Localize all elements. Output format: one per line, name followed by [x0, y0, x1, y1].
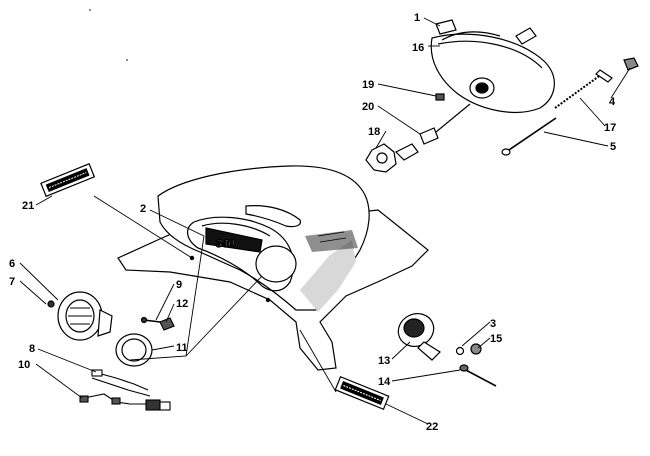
wire-harness — [79, 369, 171, 411]
console-shading — [300, 240, 356, 312]
part-4-nut — [623, 57, 639, 71]
part-label-18: 18 — [368, 126, 380, 138]
part-14-cable — [461, 367, 497, 387]
gauge-window — [187, 216, 294, 292]
part-label-22: 22 — [426, 421, 438, 433]
part-label-9: 9 — [176, 279, 182, 291]
part-label-6: 6 — [9, 258, 15, 270]
part-label-20: 20 — [362, 101, 374, 113]
left-gauge-assembly — [47, 291, 175, 367]
console-badge: 340 — [205, 227, 263, 253]
console-badge-text: 340 — [216, 238, 235, 250]
part-19-nut — [435, 93, 445, 101]
part-label-3: 3 — [490, 318, 496, 330]
headlight-clip — [435, 19, 457, 35]
part-label-13: 13 — [378, 355, 390, 367]
part-label-17: 17 — [604, 122, 616, 134]
console-assembly: 340 — [117, 165, 429, 371]
part-label-8: 8 — [29, 343, 35, 355]
part-label-19: 19 — [362, 79, 374, 91]
part-3-washer — [455, 346, 465, 356]
headlight-housing — [430, 33, 555, 114]
part-label-16: 16 — [412, 42, 424, 54]
decal-21 — [40, 163, 96, 198]
part-label-21: 21 — [22, 200, 34, 212]
adjust-spring — [554, 73, 603, 109]
part-7-screw — [47, 300, 55, 308]
part-12-nut — [159, 317, 175, 331]
part-label-11: 11 — [176, 342, 188, 354]
part-label-12: 12 — [176, 298, 188, 310]
console-vent — [245, 205, 301, 228]
gauge-opening — [255, 245, 297, 283]
leader-lines — [19, 17, 631, 425]
right-gauge-assembly — [397, 313, 497, 387]
part-label-4: 4 — [609, 96, 616, 108]
part-5-screw — [505, 117, 557, 153]
part-label-14: 14 — [378, 376, 391, 388]
part-20-bulb — [419, 127, 439, 145]
headlight-assembly — [365, 19, 639, 173]
part-label-2: 2 — [140, 203, 146, 215]
part-label-1: 1 — [414, 12, 420, 24]
part-label-15: 15 — [490, 333, 502, 345]
part-label-10: 10 — [18, 359, 30, 371]
part-label-7: 7 — [9, 276, 15, 288]
part-15-nut — [470, 343, 482, 355]
decal-22 — [334, 375, 390, 411]
part-labels: 1 2 3 4 5 6 7 8 9 10 11 12 13 14 15 16 1… — [9, 12, 616, 433]
part-label-5: 5 — [610, 141, 616, 153]
